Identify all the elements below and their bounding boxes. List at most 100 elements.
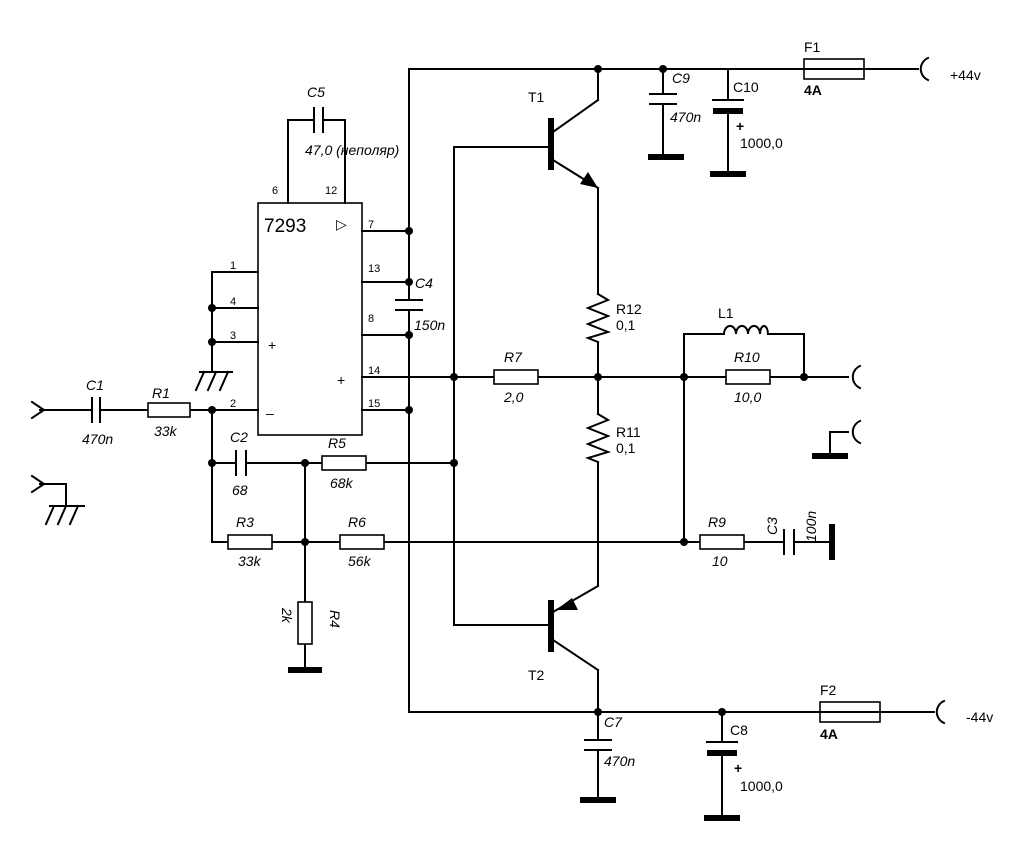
r1-name: R1	[152, 385, 170, 401]
r9-name: R9	[708, 514, 726, 530]
r3-name: R3	[236, 514, 254, 530]
r6-name: R6	[348, 514, 366, 530]
r10-name: R10	[734, 349, 760, 365]
pin-label-2: 2	[230, 398, 236, 410]
capacitors	[91, 93, 795, 756]
c4-symbol	[395, 299, 423, 311]
speaker-out-terminal	[851, 364, 862, 390]
c2-name: C2	[230, 429, 248, 445]
r11-name: R11	[616, 424, 641, 440]
wires	[39, 68, 935, 819]
c9-value: 470n	[670, 109, 701, 125]
pin-label-14: 14	[368, 365, 380, 377]
c5-name: C5	[307, 84, 325, 100]
speaker-gnd-terminal	[851, 419, 862, 445]
c10-symbol	[712, 99, 744, 114]
r11-body	[584, 412, 612, 464]
c3-value: 100n	[803, 511, 819, 542]
pos-supply-label: +44v	[950, 67, 981, 83]
ground-symbols	[44, 154, 848, 821]
l1-coil	[722, 325, 770, 336]
c1-name: C1	[86, 377, 104, 393]
f2-value: 4A	[820, 726, 838, 742]
input-jack-signal	[30, 400, 46, 420]
ic-plus-sign: +	[268, 337, 276, 353]
neg-supply-terminal	[935, 699, 946, 725]
pin-label-13: 13	[368, 263, 380, 275]
r1-value: 33k	[154, 423, 178, 439]
c9-name: C9	[672, 70, 690, 86]
pin-label-6: 6	[272, 185, 278, 197]
t2-name: T2	[528, 667, 545, 683]
f2-name: F2	[820, 682, 837, 698]
r3-body	[227, 534, 273, 550]
f1-name: F1	[804, 39, 821, 55]
pin-label-1: 1	[230, 260, 236, 272]
c8-name: C8	[730, 722, 748, 738]
c2-symbol	[235, 450, 247, 476]
c1-value: 470n	[82, 431, 113, 447]
r12-body	[584, 292, 612, 344]
t1-name: T1	[528, 89, 545, 105]
r5-name: R5	[328, 435, 346, 451]
c5-symbol	[313, 107, 324, 133]
r5-body	[321, 455, 367, 471]
r11-value: 0,1	[616, 440, 636, 456]
f1-value: 4A	[804, 82, 822, 98]
pos-supply-terminal	[919, 56, 930, 82]
ic-output-plus-sign: +	[337, 372, 345, 388]
c10-value: 1000,0	[740, 135, 783, 151]
c7-value: 470n	[604, 753, 635, 769]
r5-value: 68k	[330, 475, 354, 491]
pin-label-3: 3	[230, 330, 236, 342]
r12-name: R12	[616, 301, 642, 317]
input-jack-ground	[30, 474, 46, 494]
pin-label-12: 12	[325, 185, 337, 197]
ic-triangle-icon: ▷	[336, 216, 347, 232]
pin-label-7: 7	[368, 219, 374, 231]
r7-body	[493, 369, 539, 385]
c10-plus: +	[736, 118, 744, 134]
r9-body	[699, 534, 745, 550]
r4-body	[297, 601, 313, 645]
c4-name: C4	[415, 275, 433, 291]
ic-ground-symbol	[194, 370, 233, 392]
r4-name: R4	[327, 610, 343, 628]
l1-name: L1	[718, 305, 734, 321]
ic-7293: 7293 ▷ + – + 1 4 3 2 6 12 7 13 8 14 15	[230, 185, 380, 436]
c8-symbol	[706, 741, 738, 756]
c3-name: C3	[764, 517, 780, 535]
c5-value: 47,0 (неполяр)	[305, 142, 399, 158]
c2-value: 68	[232, 482, 248, 498]
c1-symbol	[91, 397, 101, 423]
c4-value: 150n	[414, 317, 445, 333]
c10-name: C10	[733, 79, 759, 95]
t2-transistor	[548, 584, 600, 672]
r7-value: 2,0	[503, 389, 524, 405]
connectors	[30, 56, 946, 725]
junction-dots	[208, 65, 808, 716]
pin-label-4: 4	[230, 296, 236, 308]
c3-symbol	[783, 529, 795, 555]
r1-body	[147, 402, 191, 418]
r4-value: 2k	[279, 607, 295, 624]
c9-symbol	[649, 93, 677, 105]
t1-transistor	[548, 98, 600, 190]
c7-symbol	[584, 739, 612, 751]
labels: C1 470n R1 33k C2 68 R5 68k R3 33k R6 56…	[82, 39, 993, 794]
r10-value: 10,0	[734, 389, 761, 405]
pin-label-8: 8	[368, 313, 374, 325]
ic-minus-sign: –	[266, 405, 274, 421]
r7-name: R7	[504, 349, 523, 365]
r6-body	[339, 534, 385, 550]
resistors	[147, 292, 771, 645]
c7-name: C7	[604, 714, 623, 730]
neg-supply-label: -44v	[966, 709, 993, 725]
input-ground-symbol	[44, 504, 85, 526]
r6-value: 56k	[348, 553, 372, 569]
pin-label-15: 15	[368, 398, 380, 410]
c8-plus: +	[734, 760, 742, 776]
r12-value: 0,1	[616, 317, 636, 333]
